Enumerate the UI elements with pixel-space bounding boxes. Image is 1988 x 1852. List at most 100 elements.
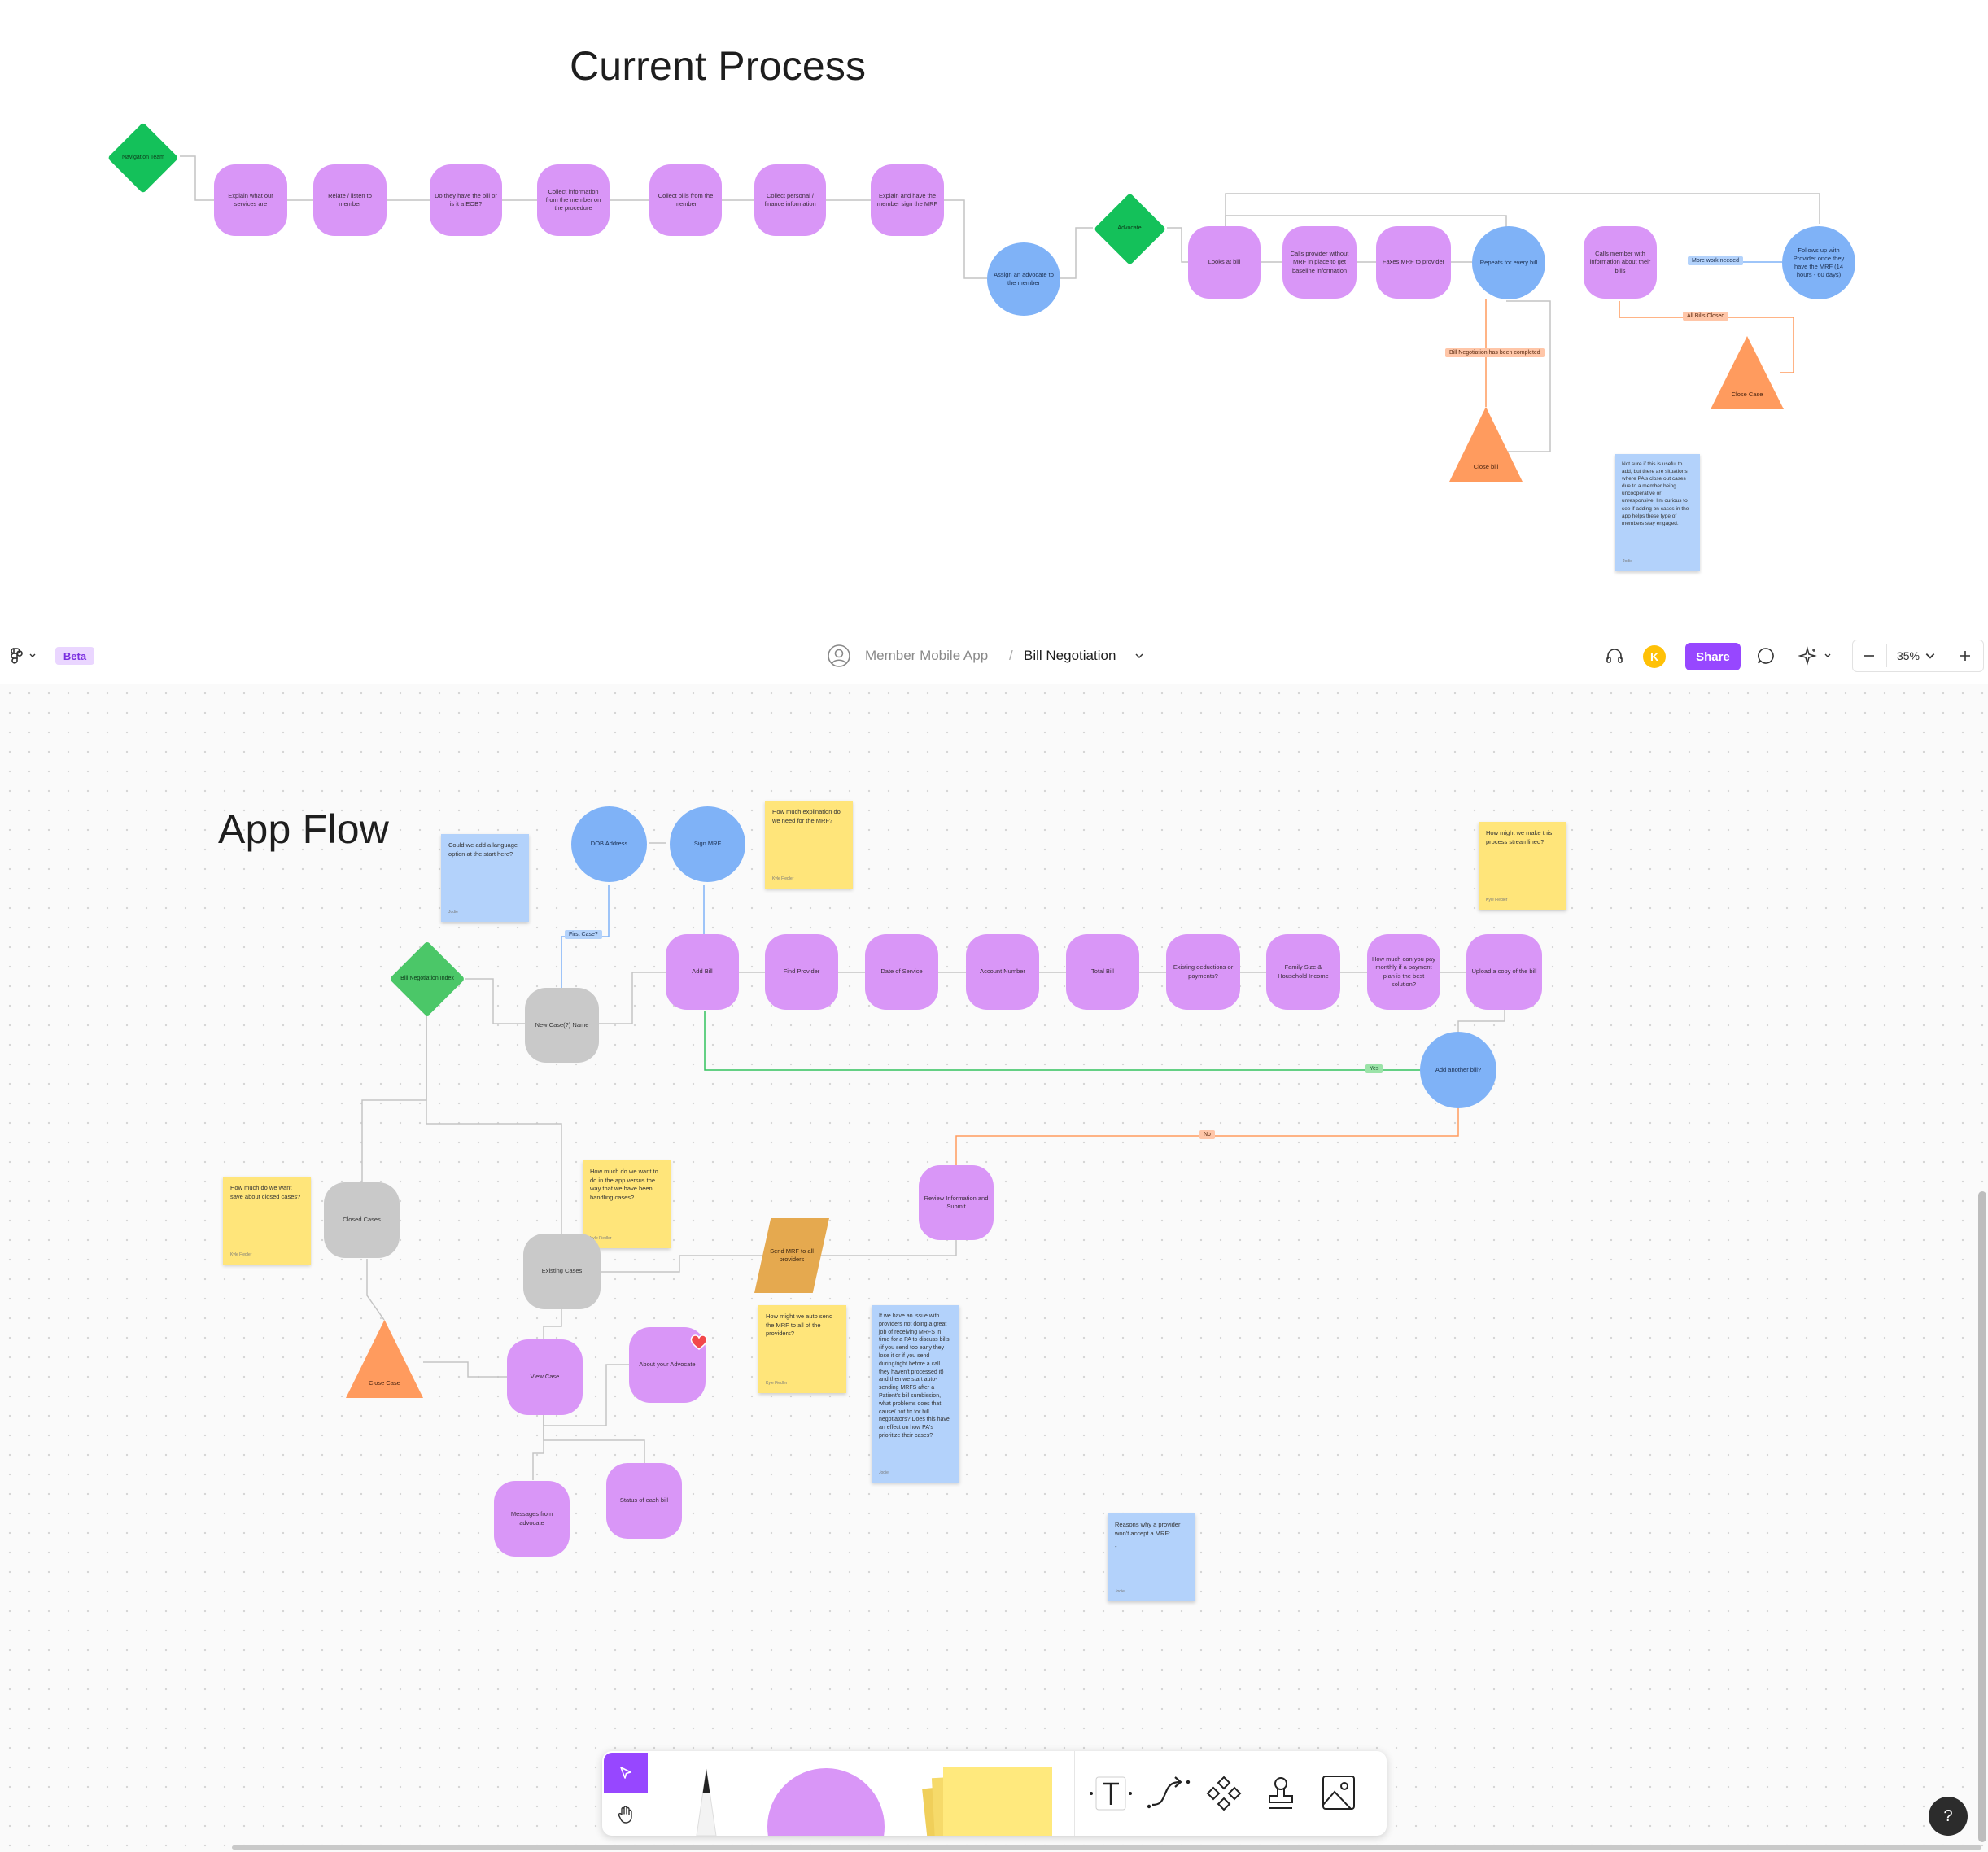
app-close-case-triangle[interactable]: Close Case [346,1320,423,1398]
ai-sparkle-menu[interactable] [1797,644,1837,667]
circle-shape-icon [767,1768,885,1836]
horizontal-scrollbar[interactable] [232,1845,1981,1850]
sticky-text: How much do we want save about closed ca… [230,1184,301,1200]
node-existing-deductions[interactable]: Existing deductions or payments? [1166,934,1240,1010]
node-looks-at-bill[interactable]: Looks at bill [1188,226,1261,299]
sticky-bullet: - [1115,1543,1117,1550]
sticky-author: Kyle Fiedler [772,876,794,881]
close-case-triangle[interactable]: Close Case [1711,336,1784,409]
cursor-arrow-icon [620,1767,631,1779]
node-account-number[interactable]: Account Number [966,934,1039,1010]
sticky-note-tool-button[interactable] [915,1766,1054,1836]
node-explain-sign-mrf[interactable]: Explain and have the member sign the MRF [871,164,944,236]
sticky-streamline-process[interactable]: How might we make this process streamlin… [1479,822,1566,910]
node-status-each-bill[interactable]: Status of each bill [606,1463,682,1539]
node-messages-advocate[interactable]: Messages from advocate [494,1481,570,1557]
node-calls-provider[interactable]: Calls provider without MRF in place to g… [1282,226,1357,299]
node-repeats-every-bill[interactable]: Repeats for every bill [1472,226,1545,299]
zoom-level-value: 35% [1896,649,1920,662]
node-about-advocate[interactable]: About your Advocate [629,1327,706,1403]
zoom-in-button[interactable] [1953,644,1977,667]
sticky-mrf-explanation[interactable]: How much explination do we need for the … [765,801,853,889]
sticky-author: Jodie [1115,1589,1125,1594]
node-add-bill[interactable]: Add Bill [666,934,739,1010]
node-dob-address[interactable]: DOB Address [571,806,647,882]
sticky-app-vs-process[interactable]: How much do we want to do in the app ver… [583,1160,671,1248]
image-tool-button[interactable] [1313,1772,1363,1815]
figma-logo-icon [11,648,36,664]
project-name-link[interactable]: Member Mobile App [865,648,989,663]
node-existing-cases[interactable]: Existing Cases [523,1234,601,1309]
close-case-label: Close Case [1731,391,1763,398]
node-add-another-bill[interactable]: Add another bill? [1420,1032,1496,1108]
sticky-author: Jodie [879,1470,889,1475]
user-avatar[interactable]: K [1643,645,1666,668]
node-view-case[interactable]: View Case [507,1339,583,1415]
sticky-provider-reasons[interactable]: Reasons why a provider won't accept a MR… [1108,1513,1195,1601]
shape-tool-button[interactable] [765,1766,887,1836]
sticky-auto-send-mrf[interactable]: How might we auto send the MRF to all of… [758,1305,846,1393]
node-closed-cases[interactable]: Closed Cases [324,1182,400,1258]
pencil-tool-button[interactable] [682,1766,731,1836]
node-find-provider[interactable]: Find Provider [765,934,838,1010]
close-bill-triangle[interactable]: Close bill [1449,407,1523,482]
heart-reaction-icon[interactable] [689,1333,709,1351]
move-tool-button[interactable] [604,1753,648,1793]
node-bill-or-eob[interactable]: Do they have the bill or is it a EOB? [430,164,502,236]
node-calls-member[interactable]: Calls member with information about thei… [1584,226,1657,299]
breadcrumb-separator: / [1009,648,1013,663]
comment-icon[interactable] [1754,644,1777,667]
node-date-of-service[interactable]: Date of Service [865,934,938,1010]
node-collect-bills[interactable]: Collect bills from the member [649,164,722,236]
sticky-author: Kyle Fiedler [766,1381,788,1386]
sticky-author: Kyle Fiedler [1486,898,1508,902]
main-menu-button[interactable] [8,646,41,666]
node-collect-personal-info[interactable]: Collect personal / finance information [754,164,826,236]
hand-tool-button[interactable] [604,1795,648,1834]
label-negotiation-completed: Bill Negotiation has been completed [1445,348,1545,357]
share-button[interactable]: Share [1685,643,1741,670]
components-tool-button[interactable] [1199,1772,1249,1815]
node-total-bill[interactable]: Total Bill [1066,934,1139,1010]
stamp-tool-button[interactable] [1256,1772,1306,1815]
node-collect-procedure-info[interactable]: Collect information from the member on t… [537,164,610,236]
node-relate-listen[interactable]: Relate / listen to member [313,164,387,236]
connector-tool-button[interactable] [1143,1772,1193,1815]
sticky-mrf-issue[interactable]: If we have an issue with providers not d… [872,1305,959,1483]
file-menu-chevron-icon[interactable] [1133,649,1146,662]
node-sign-mrf[interactable]: Sign MRF [670,806,745,882]
hand-icon [618,1806,632,1824]
navigation-team-diamond[interactable]: Navigation Team [107,122,179,194]
sticky-uncooperative-members[interactable]: Not sure if this is useful to add, but t… [1615,454,1700,571]
label-first-case: First Case? [565,930,602,939]
sticky-text: How much do we want to do in the app ver… [590,1168,658,1201]
sticky-text: How much explination do we need for the … [772,808,841,824]
project-avatar-icon[interactable] [827,644,851,668]
headphones-icon[interactable] [1603,644,1626,667]
node-explain-services[interactable]: Explain what our services are [214,164,287,236]
node-monthly-payment[interactable]: How much can you pay monthly if a paymen… [1367,934,1440,1010]
node-family-size-income[interactable]: Family Size & Household Income [1266,934,1340,1010]
file-name-link[interactable]: Bill Negotiation [1024,648,1116,663]
node-review-submit[interactable]: Review Information and Submit [919,1165,994,1240]
node-new-case[interactable]: New Case(?) Name [525,988,599,1063]
advocate-diamond[interactable]: Advocate [1093,192,1166,265]
sticky-closed-cases[interactable]: How much do we want save about closed ca… [223,1177,311,1265]
node-faxes-mrf[interactable]: Faxes MRF to provider [1376,226,1451,299]
node-upload-bill[interactable]: Upload a copy of the bill [1466,934,1542,1010]
sticky-note-icon [922,1767,1052,1836]
creation-toolbar [602,1751,1387,1836]
zoom-level-select[interactable]: 35% [1886,644,1946,667]
beta-badge: Beta [55,647,94,665]
text-tool-button[interactable] [1086,1772,1136,1815]
bill-negotiation-index-diamond[interactable]: Bill Negotiation Index [389,941,465,1017]
node-follows-up[interactable]: Follows up with Provider once they have … [1782,226,1855,299]
app-close-case-label: Close Case [369,1379,400,1387]
help-button[interactable]: ? [1929,1797,1968,1836]
node-assign-advocate[interactable]: Assign an advocate to the member [987,242,1060,316]
sticky-language-option[interactable]: Could we add a language option at the st… [441,834,529,922]
sticky-author: Jodie [1623,559,1632,564]
vertical-scrollbar[interactable] [1978,1191,1986,1842]
zoom-out-button[interactable] [1857,644,1881,667]
